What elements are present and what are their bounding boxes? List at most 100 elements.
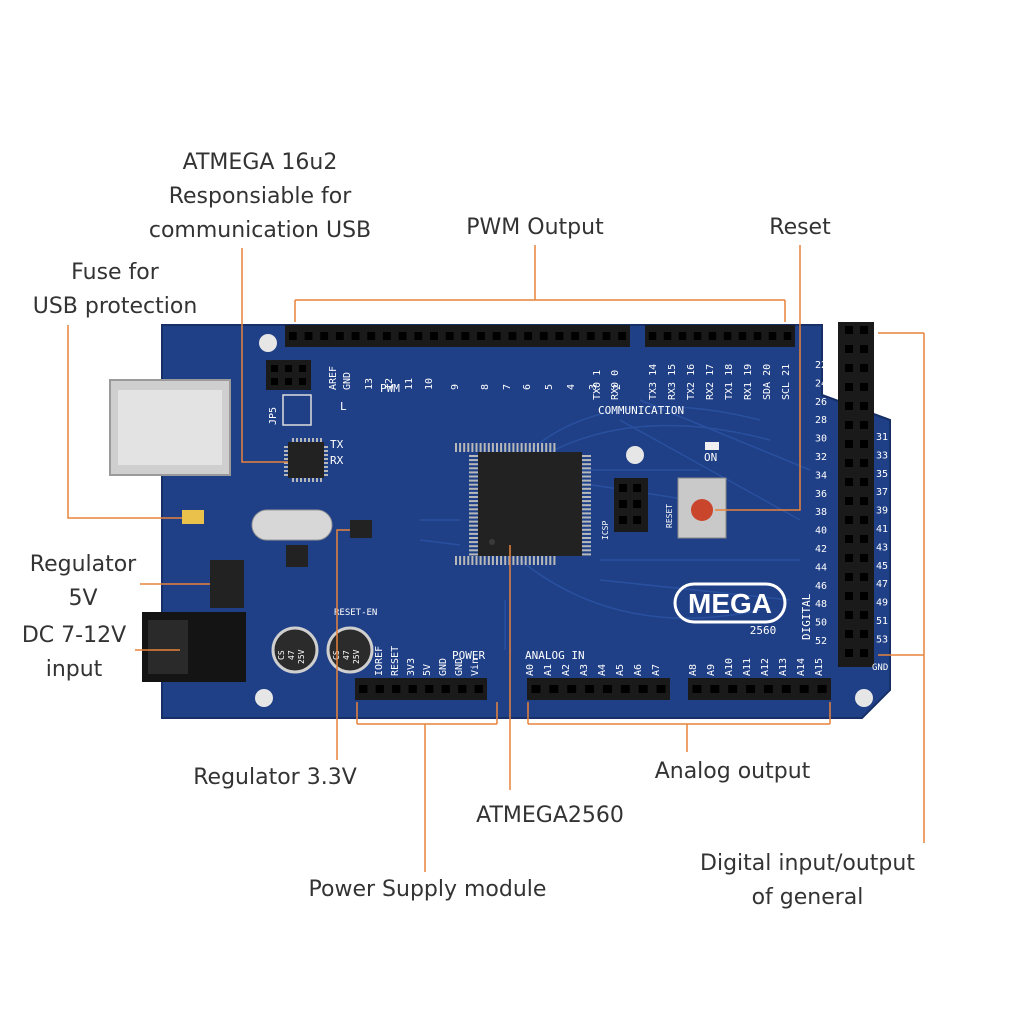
mount-hole — [259, 334, 277, 352]
label-analog: Analog output — [654, 759, 811, 784]
silk-power: POWER — [452, 649, 485, 662]
header-top-left — [285, 325, 630, 347]
header-power — [355, 678, 487, 700]
silk-gnd: GND — [872, 663, 888, 673]
label-fuse-line1: Fuse for — [71, 260, 159, 285]
pin-label-right-odd: 41 — [876, 524, 888, 535]
crystal — [251, 509, 333, 541]
atmega2560-pins — [455, 443, 591, 565]
svg-text:25V: 25V — [352, 649, 361, 664]
svg-text:47: 47 — [287, 650, 296, 660]
silk-5v: 5V — [825, 330, 836, 340]
pin-label-analog: A6 — [633, 664, 644, 676]
label-dc-input-line2: input — [45, 657, 103, 682]
pin-label-right-even: 30 — [815, 434, 827, 445]
pin-label-analog: A12 — [760, 658, 771, 676]
pin-label-power: GND — [454, 658, 465, 676]
pin-label-analog: A4 — [597, 664, 608, 676]
pin-label-top: 11 — [404, 378, 415, 390]
mount-hole — [255, 689, 273, 707]
pin-label-right-even: 36 — [815, 489, 827, 500]
silk-tx: TX — [330, 438, 344, 451]
header-right-digital — [838, 322, 874, 667]
regulator-3v3 — [350, 520, 372, 538]
small-ic — [286, 545, 308, 567]
pin-label-right-odd: 33 — [876, 450, 888, 461]
pin-label-right-odd: 43 — [876, 542, 888, 553]
pin-label-top: 4 — [566, 384, 577, 390]
label-fuse-line2: USB protection — [32, 294, 198, 319]
on-led — [705, 442, 719, 450]
silk-on: ON — [704, 451, 717, 464]
atmega2560-chip — [478, 452, 582, 556]
pin-label-right-even: 34 — [815, 470, 827, 481]
label-digital: Digital input/output of general — [680, 847, 935, 915]
pin-label-top: 13 — [364, 378, 375, 390]
pin-label-right-odd: 45 — [876, 561, 888, 572]
icsp-header-usb — [266, 360, 311, 390]
leader-analog — [527, 702, 831, 752]
pin-label-top: RX1 19 — [743, 364, 754, 400]
pin-label-top: 2 — [612, 384, 623, 390]
pin-label-top: 12 — [384, 378, 395, 390]
silk-icsp: ICSP — [601, 521, 610, 540]
pin-label-analog: A13 — [778, 658, 789, 676]
header-analog-a — [527, 678, 670, 700]
reset-button — [691, 499, 713, 521]
leader-power — [356, 702, 498, 872]
label-digital-line1: Digital input/output — [700, 851, 915, 876]
pin-label-power: GND — [438, 658, 449, 676]
pin-label-top: 6 — [522, 384, 533, 390]
atmega16u2-pins — [284, 438, 328, 482]
pin-label-right-odd: 49 — [876, 598, 888, 609]
leader-regulator-3v3 — [336, 529, 350, 760]
silk-jp5: JP5 — [268, 407, 279, 425]
pin-label-right-even: 50 — [815, 618, 827, 629]
pin-label-top: TX0 1 — [592, 370, 603, 400]
label-dc-input-line1: DC 7-12V — [21, 623, 127, 648]
pin-label-top: 3 — [588, 384, 599, 390]
label-regulator-3v3: Regulator 3.3V — [193, 765, 357, 790]
pin-label-top: 7 — [502, 384, 513, 390]
pin-label-right-odd: 37 — [876, 487, 888, 498]
pin-label-analog: A8 — [688, 664, 699, 676]
silk-pwm: PWM — [380, 382, 400, 395]
pin-label-analog: A5 — [615, 664, 626, 676]
silk-l: L — [340, 400, 347, 413]
pin-label-analog: A3 — [579, 664, 590, 676]
silk-analog-in: ANALOG IN — [525, 649, 585, 662]
silk-reset: RESET — [665, 504, 674, 528]
label-atmega16u2-line2: Responsiable for — [168, 184, 352, 209]
label-reset: Reset — [769, 215, 831, 240]
pin-label-top: RX2 17 — [705, 364, 716, 400]
pin-label-right-odd: 53 — [876, 634, 888, 645]
pin-label-right-even: 42 — [815, 544, 827, 555]
regulator-5v — [210, 560, 244, 608]
leader-lines — [67, 245, 925, 872]
leader-reset — [715, 245, 801, 511]
pin-label-right-even: 46 — [815, 581, 827, 592]
svg-text:47: 47 — [342, 650, 351, 660]
pin-label-top: 9 — [450, 384, 461, 390]
label-atmega2560: ATMEGA2560 — [476, 803, 624, 828]
pin-label-right-even: 26 — [815, 397, 827, 408]
capacitor-1 — [271, 626, 319, 674]
pin-label-analog: A2 — [561, 664, 572, 676]
pin-label-top: 10 — [424, 378, 435, 390]
leader-atmega16u2 — [241, 248, 288, 463]
label-atmega16u2-line1: ATMEGA 16u2 — [182, 150, 338, 175]
pin-label-right-odd: 47 — [876, 579, 888, 590]
pin-label-analog: A15 — [814, 658, 825, 676]
silk-rx: RX — [330, 454, 344, 467]
label-power-supply: Power Supply module — [308, 877, 547, 902]
icsp-holes — [271, 365, 641, 524]
label-digital-line2: of general — [751, 885, 864, 910]
label-pwm: PWM Output — [466, 215, 604, 240]
pin-label-top: SCL 21 — [781, 364, 792, 400]
pin-label-top: SDA 20 — [762, 364, 773, 400]
pin-label-right-even: 38 — [815, 507, 827, 518]
pin-label-top: RX0 0 — [610, 370, 621, 400]
atmega2560-dot — [489, 539, 495, 545]
atmega16u2-chip — [288, 442, 324, 478]
